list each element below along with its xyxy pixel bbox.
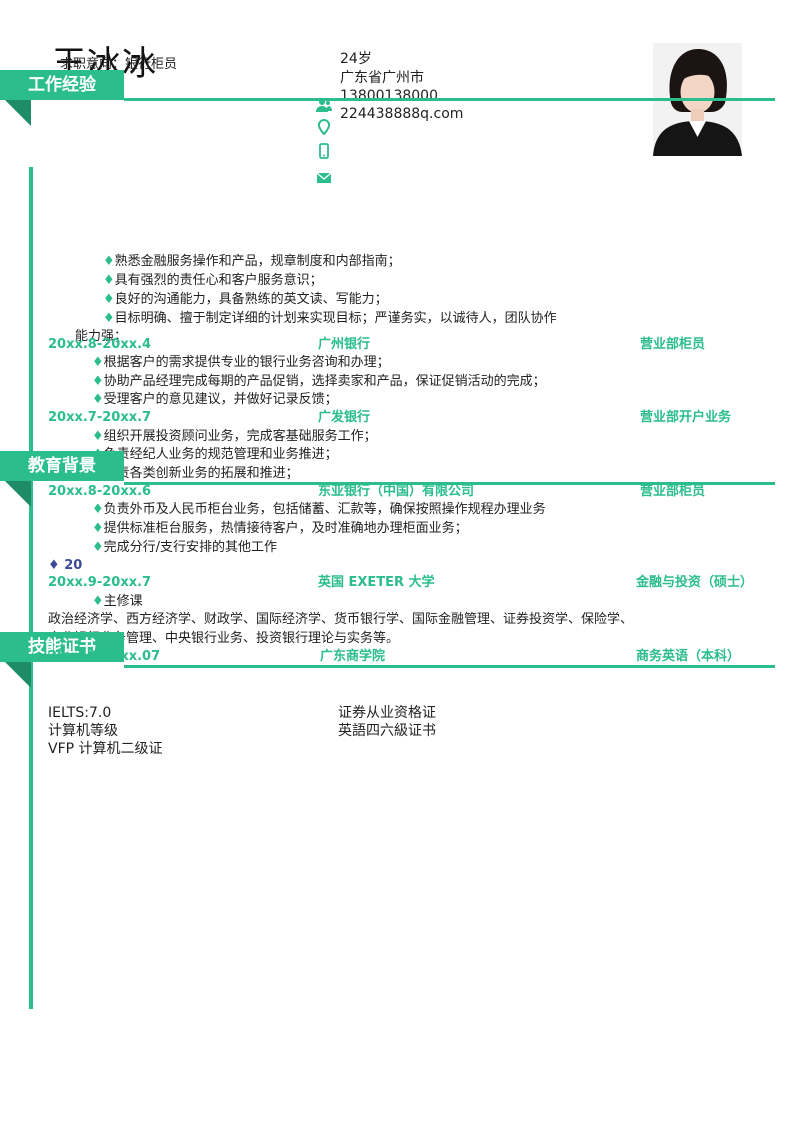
section-tag-fold (5, 100, 31, 126)
skill-item: 证券从业资格证 (338, 705, 436, 721)
job-duty: ♦受理客户的意见建议，并做好记录反馈； (92, 392, 338, 407)
summary-wrap: 能力强； (75, 329, 128, 344)
bullet-diamond-icon: ♦ (92, 355, 104, 370)
education-stray-line: ♦ 20 (48, 558, 83, 573)
skill-item: IELTS:7.0 (48, 705, 112, 721)
job-company: 东亚银行（中国）有限公司 (318, 484, 475, 499)
education-degree: 金融与投资（硕士） (636, 575, 754, 590)
summary-item: ♦目标明确、擅于制定详细的计划来实现目标；严谨务实，以诚待人，团队协作 (103, 311, 557, 326)
summary-item: ♦具有强烈的责任心和客户服务意识； (103, 273, 323, 288)
section-tag-fold (5, 481, 31, 507)
job-role: 营业部柜员 (640, 337, 706, 352)
education-school: 广东商学院 (320, 649, 386, 664)
job-duty: ♦完成分行/支行安排的其他工作 (92, 540, 278, 555)
summary-item: ♦良好的沟通能力，具备熟练的英文读、写能力； (103, 292, 388, 307)
section-rule-work (124, 98, 775, 101)
summary-item: ♦熟悉金融服务操作和产品，规章制度和内部指南； (103, 254, 401, 269)
courses-line: 商业银行业务管理、中央银行业务、投资银行理论与实务等。 (48, 631, 400, 646)
timeline-line (29, 167, 33, 1009)
bullet-diamond-icon: ♦ (92, 392, 104, 407)
job-company: 广发银行 (318, 410, 371, 425)
bullet-diamond-icon: ♦ (92, 540, 104, 555)
phone-icon (319, 143, 329, 159)
job-period: 20xx.8-20xx.6 (48, 484, 152, 499)
section-tag-education: 教育背景 (0, 451, 124, 481)
education-degree: 商务英语（本科） (636, 649, 741, 664)
job-duty: ♦负责经纪人业务的规范管理和业务推进； (92, 446, 338, 464)
job-period: 20xx.7-20xx.7 (48, 410, 152, 425)
skill-item: 计算机等级 (48, 723, 118, 739)
job-role: 营业部开户业务 (640, 410, 732, 425)
bullet-diamond-icon: ♦ (92, 429, 104, 444)
section-tag-fold (5, 662, 31, 688)
bullet-diamond-icon: ♦ (103, 292, 115, 307)
bullet-diamond-icon: ♦ (92, 521, 104, 536)
job-period: 20xx.8-20xx.4 (48, 337, 152, 352)
bullet-diamond-icon: ♦ (103, 273, 115, 288)
section-rule-education (124, 482, 775, 485)
job-duty: ♦提供标准柜台服务，热情接待客户，及时准确地办理柜面业务； (92, 521, 468, 536)
skill-item: VFP 计算机二级证 (48, 741, 163, 757)
job-duty: ♦协助产品经理完成每期的产品促销，选择卖家和产品，保证促销活动的完成； (92, 374, 546, 389)
job-company: 广州银行 (318, 337, 371, 352)
skill-item: 英語四六級证书 (338, 723, 436, 739)
bullet-diamond-icon: ♦ (103, 254, 115, 269)
job-duty: ♦组织开展投资顾问业务，完成客基础服务工作； (92, 429, 377, 444)
bullet-diamond-icon: ♦ (48, 558, 65, 573)
email[interactable]: 224438888q.com (340, 106, 464, 122)
bullet-diamond-icon: ♦ (92, 502, 104, 517)
job-role: 营业部柜员 (640, 484, 706, 499)
job-duty: ♦根据客户的需求提供专业的银行业务咨询和办理； (92, 355, 390, 370)
phone-number: 13800138000 (340, 88, 438, 104)
education-period: 20xx.9-20xx.07 (48, 649, 161, 664)
courses-line: 政治经济学、西方经济学、财政学、国际经济学、货币银行学、国际金融管理、证券投资学… (48, 612, 634, 627)
age: 24岁 (340, 51, 372, 67)
job-duty: ♦负责外币及人民币柜台业务，包括储蓄、汇款等，确保按照操作规程办理业务 (92, 502, 546, 517)
location: 广东省广州市 (340, 70, 424, 86)
bullet-diamond-icon: ♦ (92, 594, 104, 609)
job-intent: 求职意向：银行柜员 (60, 57, 178, 72)
section-rule-skills (124, 665, 775, 668)
section-tag-skills: 技能证书 (0, 632, 124, 662)
education-school: 英国 EXETER 大学 (318, 575, 435, 590)
bullet-diamond-icon: ♦ (103, 311, 115, 326)
course-label: ♦主修课 (92, 594, 143, 609)
bullet-diamond-icon: ♦ (92, 374, 104, 389)
location-pin-icon (317, 119, 331, 135)
mail-icon (316, 172, 332, 183)
education-period: 20xx.9-20xx.7 (48, 575, 152, 590)
section-tag-work: 工作经验 (0, 70, 124, 100)
